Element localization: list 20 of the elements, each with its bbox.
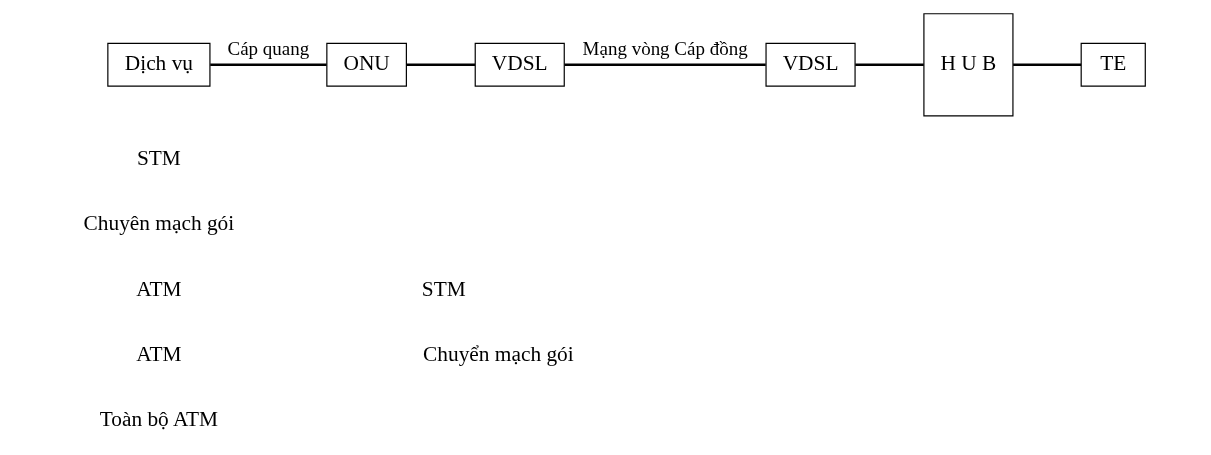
label: STM	[136, 145, 181, 170]
connector	[1013, 63, 1082, 66]
edge-label: Mạng vòng Cáp đồng	[582, 37, 748, 59]
label: Chuyển mạch gói	[423, 341, 574, 366]
edge-label: Cáp quang	[227, 37, 310, 59]
node-box: ONU	[326, 42, 407, 87]
label: ATM	[136, 341, 182, 366]
connector	[406, 63, 476, 66]
label: ATM	[136, 276, 182, 301]
label: Chuyên mạch gói	[83, 210, 235, 235]
connector	[210, 63, 327, 66]
node-box: VDSL	[765, 42, 856, 87]
node-box: H U B	[923, 12, 1014, 116]
label: STM	[421, 276, 466, 301]
node-box: VDSL	[474, 42, 565, 87]
node-box: Dịch vụ	[107, 42, 211, 87]
node-box: TE	[1080, 42, 1146, 87]
label: Toàn bộ ATM	[99, 406, 219, 431]
connector	[855, 63, 924, 66]
connector	[564, 63, 766, 66]
